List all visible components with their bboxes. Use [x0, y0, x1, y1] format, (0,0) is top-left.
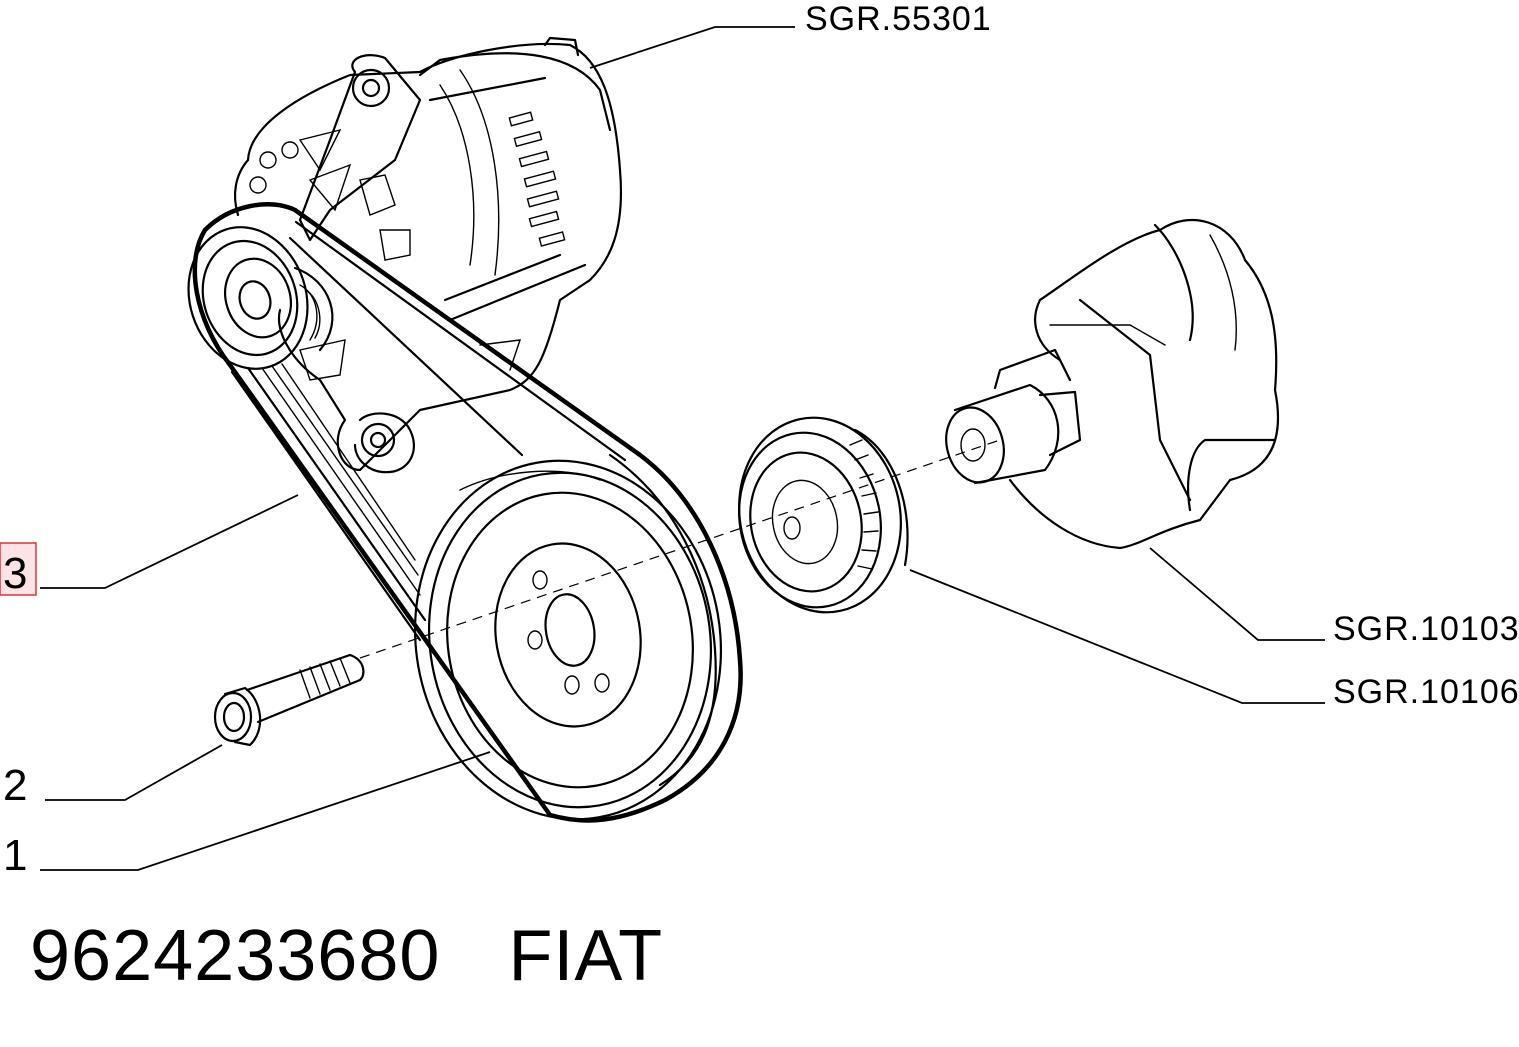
part-number: 9624233680	[30, 916, 441, 996]
crankshaft	[945, 218, 1280, 550]
highlight-box	[0, 542, 37, 596]
item-number-belt[interactable]: 3	[3, 549, 27, 598]
brand-name: FIAT	[508, 916, 664, 996]
alternator	[233, 36, 623, 474]
alternator-pulley	[187, 226, 334, 370]
crankshaft-pulley	[413, 459, 723, 821]
item-number-bolt[interactable]: 2	[3, 761, 27, 810]
center-axis	[359, 439, 1001, 659]
item-number-pulley[interactable]: 1	[3, 831, 27, 880]
poly-v-belt	[192, 202, 743, 823]
alternator-vents	[508, 111, 566, 247]
footer-caption: 9624233680 FIAT	[30, 915, 664, 996]
timing-gear-ref-label: SGR.10106	[1333, 673, 1519, 711]
alternator-ref-label: SGR.55301	[805, 0, 992, 38]
crankshaft-ref-label: SGR.10103	[1333, 610, 1519, 648]
leader-lines	[40, 26, 1325, 871]
timing-gear	[738, 416, 909, 614]
pulley-bolt	[213, 653, 365, 747]
